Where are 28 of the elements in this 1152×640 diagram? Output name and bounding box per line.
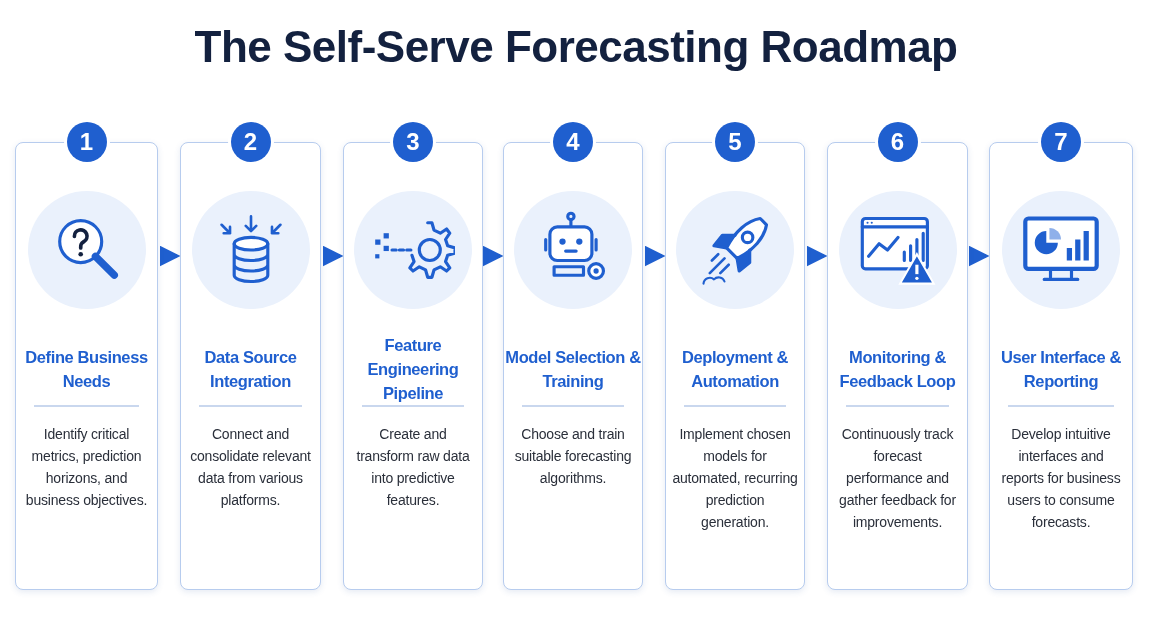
step-title: Model Selection & Training: [504, 347, 642, 392]
step-number: 7: [1041, 122, 1081, 162]
step-number: 5: [715, 122, 755, 162]
arrow: [159, 245, 181, 267]
arrow: [806, 245, 828, 267]
step-number: 2: [230, 122, 271, 162]
step-description: Identify critical metrics, prediction horizons, and business objectives.: [24, 425, 149, 510]
step-description: Continuously track forecast performance and gather feedback for improvements.: [838, 425, 957, 532]
step-description: Connect and consolidate relevant data from various platforms.: [189, 425, 312, 510]
step-number: 6: [877, 122, 918, 162]
arrow: [322, 245, 344, 267]
step-description: Create and transform raw data into predictive features.: [355, 425, 471, 510]
step-title: Feature Engineering Pipeline: [366, 335, 460, 404]
step-number: 1: [66, 122, 107, 162]
arrow: [968, 245, 990, 267]
step-description: Choose and train suitable forecasting algorithms.: [513, 425, 633, 488]
step-description: Implement chosen models for automated, recurring prediction generation.: [672, 425, 798, 532]
step-description: Develop intuitive interfaces and reports for business users to consume forecasts.: [1000, 425, 1122, 532]
step-title: Define Business Needs: [24, 347, 149, 392]
step-title: Data Source Integration: [203, 347, 298, 392]
arrow: [482, 245, 504, 267]
step-number: 3: [393, 122, 433, 162]
arrow: [644, 245, 666, 267]
step-title: Deployment & Automation: [680, 347, 790, 392]
title: The Self-Serve Forecasting Roadmap: [193, 22, 959, 72]
step-title: User Interface & Reporting: [999, 347, 1123, 392]
step-number: 4: [553, 122, 593, 162]
step-title: Monitoring & Feedback Loop: [838, 347, 957, 392]
